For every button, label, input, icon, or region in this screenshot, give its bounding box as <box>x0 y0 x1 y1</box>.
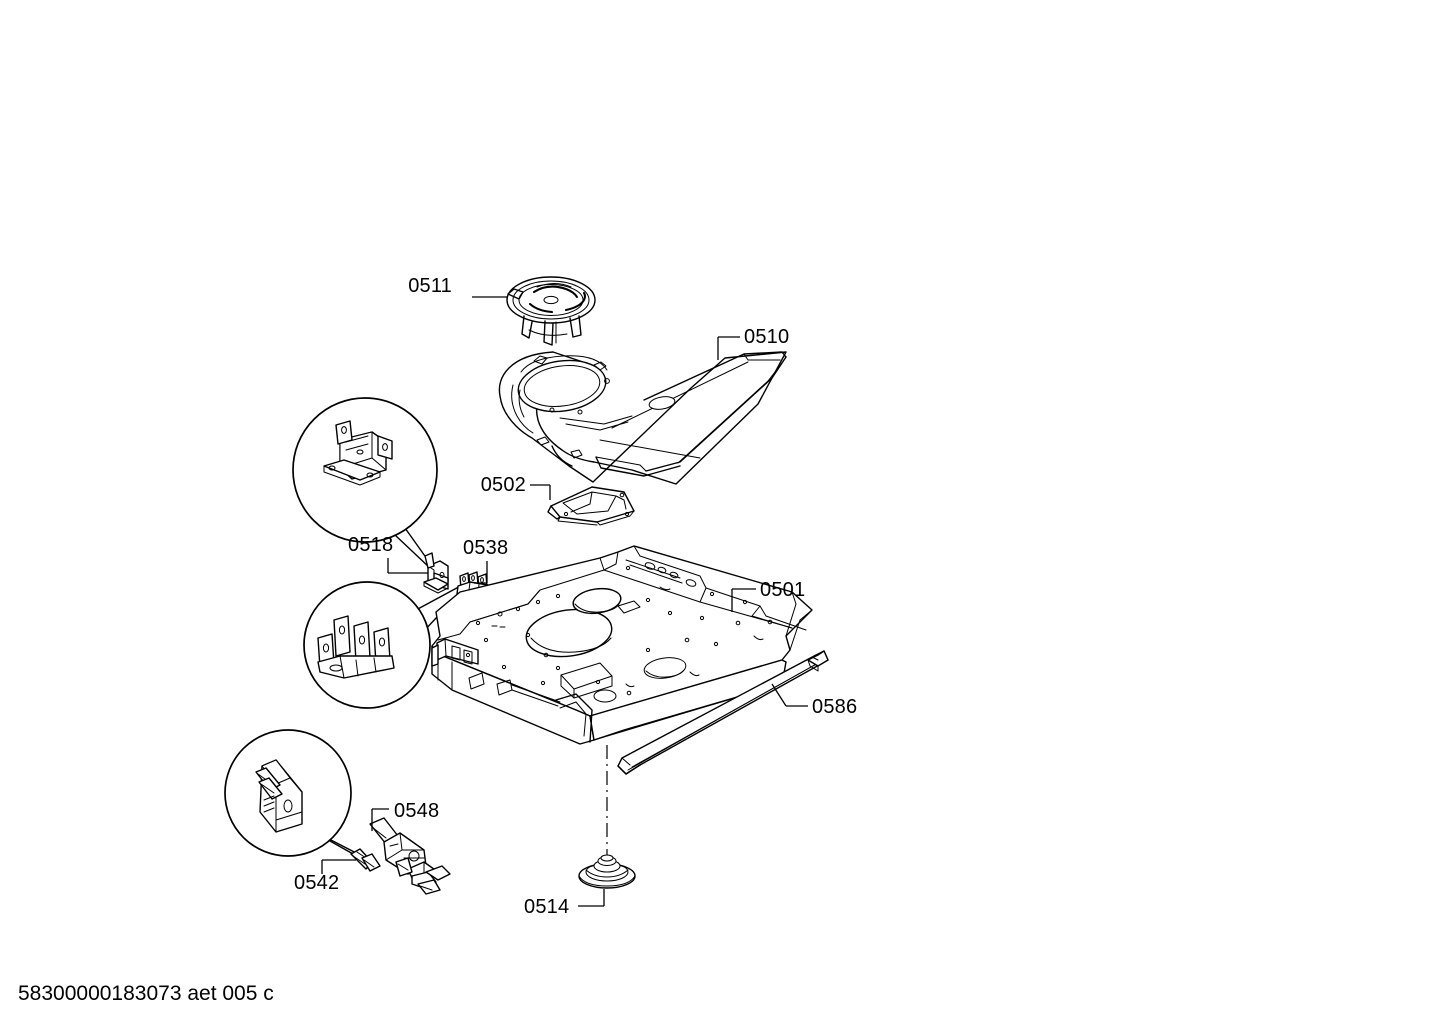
detail-bubble-0518 <box>292 397 438 569</box>
part-label-0510: 0510 <box>744 326 789 348</box>
part-graphic-0542-connector-terminal <box>350 848 381 872</box>
part-graphic-0518-thermal-cutout <box>423 552 449 594</box>
detail-connector-terminal <box>255 759 303 833</box>
part-label-0538: 0538 <box>463 537 508 559</box>
part-label-0518: 0518 <box>348 534 393 556</box>
part-graphic-0514-grommet <box>578 854 636 889</box>
detail-bubble-0542 <box>224 729 365 860</box>
leader-0518 <box>387 558 428 574</box>
part-label-0514: 0514 <box>524 896 569 918</box>
detail-thermostat-body <box>323 420 393 486</box>
part-label-0502: 0502 <box>481 474 526 496</box>
detail-bubble-0538 <box>303 581 467 709</box>
part-graphic-0501-oven-top-panel <box>431 545 813 745</box>
part-graphic-0548-door-switch <box>369 817 451 895</box>
leader-0514 <box>578 889 605 907</box>
part-graphic-0511-fan-impeller <box>506 276 596 346</box>
detail-bracket-clip <box>317 615 395 679</box>
leader-0510 <box>717 336 740 360</box>
part-label-0511: 0511 <box>408 275 452 297</box>
leader-0538 <box>474 561 488 584</box>
leader-0586 <box>771 683 808 707</box>
part-label-0586: 0586 <box>812 696 857 718</box>
part-label-0542: 0542 <box>294 872 339 894</box>
leader-0542 <box>321 859 356 874</box>
part-graphic-0502-deflector-bracket <box>547 486 635 526</box>
part-label-0501: 0501 <box>760 579 805 601</box>
leader-0501 <box>731 588 756 612</box>
footer-document-code: 58300000183073 aet 005 c <box>18 982 274 1005</box>
leader-0502 <box>530 484 551 500</box>
part-label-0548: 0548 <box>394 800 439 822</box>
part-graphic-0586-trim-rail <box>617 650 829 775</box>
part-graphic-0510-fan-duct-cover <box>498 351 787 485</box>
leader-0548 <box>371 808 389 831</box>
